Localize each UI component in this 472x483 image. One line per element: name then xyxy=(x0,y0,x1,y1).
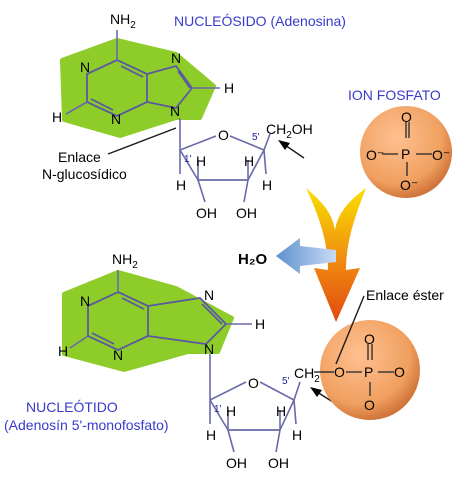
h-bond xyxy=(293,399,297,425)
h-bond xyxy=(65,101,88,115)
oh-bond xyxy=(275,429,281,453)
oh-group: OH xyxy=(268,455,289,471)
h-atom: H xyxy=(276,403,286,419)
double-bond xyxy=(121,297,145,310)
nh2-label: NH2 xyxy=(112,251,138,271)
pointer-arrowhead xyxy=(278,140,290,150)
oh-bond xyxy=(243,179,249,203)
double-bond xyxy=(90,98,114,111)
oh-group: OH xyxy=(196,205,217,221)
h-atom: H xyxy=(244,153,254,169)
glycosidic-label-line1: Enlace xyxy=(58,149,101,165)
ribose-ring xyxy=(229,135,265,151)
h-atom: H xyxy=(58,343,68,359)
n-atom: N xyxy=(113,347,123,363)
water-release-arrow xyxy=(276,238,336,274)
one-prime-label: 1' xyxy=(214,404,222,415)
phosphate-group-sphere xyxy=(320,320,420,420)
o-atom: O xyxy=(401,109,412,125)
n-atom: N xyxy=(204,287,214,303)
pointer-arrowhead xyxy=(310,387,322,397)
n-atom: N xyxy=(170,103,180,119)
h-atom: H xyxy=(52,109,62,125)
oh-bond xyxy=(197,179,206,203)
o-minus-atom: O⁻ xyxy=(400,177,418,193)
nucleotide-title: NUCLEÓTIDO xyxy=(26,399,118,415)
nucleotide-ribose: O 1' 5' CH2 H H H H OH OH xyxy=(206,354,337,471)
nucleoside-ribose: O 1' 5' CH2OH H H H H OH OH xyxy=(176,118,313,221)
o-minus-atom: O xyxy=(394,364,405,380)
ring-oxygen: O xyxy=(248,375,259,391)
double-bond xyxy=(201,303,223,325)
h-atom: H xyxy=(255,316,265,332)
phosphate-ion-title: ION FOSFATO xyxy=(348,87,441,103)
n-atom: N xyxy=(80,59,90,75)
phosphate-group: O P O O O xyxy=(314,320,420,420)
ch2oh-label: CH2OH xyxy=(266,121,313,141)
phosphate-ion-sphere xyxy=(360,106,452,198)
glycosidic-label-line2: N-glucosídico xyxy=(42,166,127,182)
h-atom: H xyxy=(226,403,236,419)
water-label: H₂O xyxy=(238,251,267,268)
oh-bond xyxy=(227,429,235,453)
nucleotide-subtitle: (Adenosín 5'-monofosfato) xyxy=(4,417,169,433)
o-minus-atom: O⁻ xyxy=(432,147,450,163)
ester-bond-label: Enlace éster xyxy=(366,287,444,303)
callout-line xyxy=(335,295,365,365)
h-atom: H xyxy=(262,177,272,193)
o-minus-atom: O xyxy=(364,397,375,413)
o-minus-atom: O⁻ xyxy=(366,147,384,163)
phosphate-ion: O P O⁻ O⁻ O⁻ xyxy=(360,106,452,198)
h-atom: H xyxy=(206,427,216,443)
ch2-label: CH2 xyxy=(294,365,320,385)
adenine-base-highlight xyxy=(60,38,216,138)
n-atom: N xyxy=(80,293,90,309)
nucleotide-molecule: NH2 N N N N H H xyxy=(58,251,265,372)
ester-bond-callout: Enlace éster xyxy=(335,287,444,365)
o-atom: O xyxy=(364,331,375,347)
nh2-label: NH2 xyxy=(110,11,136,31)
p-atom: P xyxy=(401,146,410,162)
h-atom: H xyxy=(176,177,186,193)
five-prime-label: 5' xyxy=(252,132,260,143)
double-bond xyxy=(120,65,144,78)
p-atom: P xyxy=(364,364,373,380)
double-bond xyxy=(177,70,191,89)
one-prime-label: 1' xyxy=(184,154,192,165)
ch2-bond xyxy=(293,381,301,401)
n-atom: N xyxy=(204,341,214,357)
h-atom: H xyxy=(292,427,302,443)
double-bond xyxy=(91,332,115,345)
ribose-ring xyxy=(259,381,295,401)
ribose-ring xyxy=(179,135,217,151)
h-atom: H xyxy=(224,80,234,96)
nucleoside-title: NUCLEÓSIDO (Adenosina) xyxy=(174,13,346,29)
oh-group: OH xyxy=(226,455,247,471)
ch2-bond xyxy=(263,133,271,151)
oh-group: OH xyxy=(236,205,257,221)
h-bond xyxy=(263,149,267,175)
h-atom: H xyxy=(196,153,206,169)
n-atom: N xyxy=(171,50,181,66)
glycosidic-bond-callout: Enlace N-glucosídico xyxy=(42,127,177,182)
ribose-ring xyxy=(209,381,247,401)
five-prime-label: 5' xyxy=(282,376,290,387)
o-atom: O xyxy=(334,364,345,380)
ring-oxygen: O xyxy=(218,127,229,143)
callout-line xyxy=(107,127,177,155)
n-atom: N xyxy=(111,111,121,127)
h-bond xyxy=(69,335,89,349)
nucleoside-molecule: NH2 N N N N H H xyxy=(52,11,234,138)
